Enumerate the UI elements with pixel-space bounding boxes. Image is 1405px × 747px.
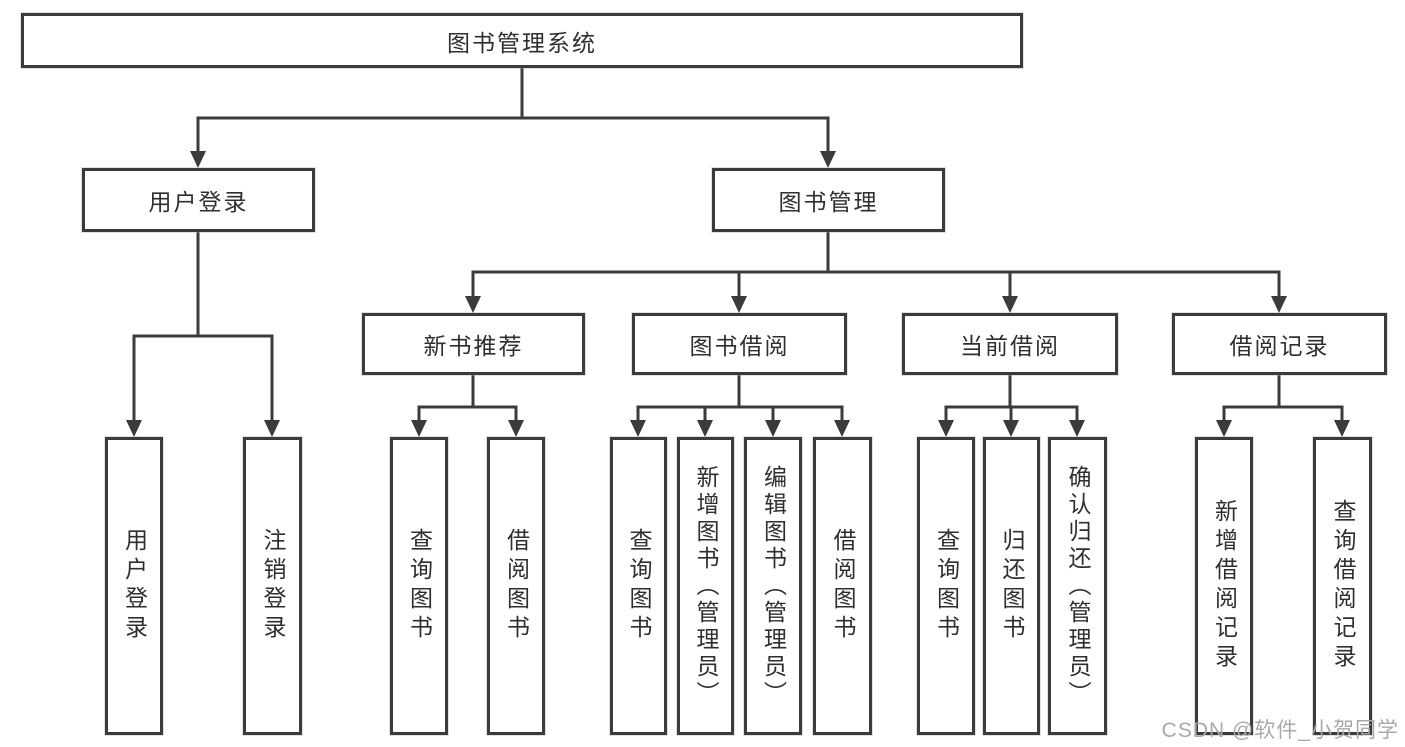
node-current-borrow: 当前借阅: [902, 313, 1118, 375]
leaf-query-books-recommend: 查询图书: [390, 437, 448, 735]
leaf-borrow-books: 借阅图书: [813, 437, 872, 735]
node-root: 图书管理系统: [21, 13, 1023, 68]
node-book-borrow: 图书借阅: [632, 313, 847, 375]
leaf-add-borrow-record: 新增借阅记录: [1195, 437, 1253, 735]
csdn-watermark: CSDN @软件_小贺同学: [1161, 719, 1399, 742]
leaf-query-books-current: 查询图书: [917, 437, 975, 735]
node-user-login: 用户登录: [82, 168, 315, 232]
node-book-management: 图书管理: [712, 168, 945, 232]
node-borrow-records: 借阅记录: [1172, 313, 1387, 375]
leaf-return-book: 归还图书: [983, 437, 1040, 735]
leaf-add-book-admin: 新增图书（管理员）: [677, 437, 734, 735]
node-new-book-recommend: 新书推荐: [362, 313, 585, 375]
tree-edges: [132, 68, 1344, 422]
arrowheads: [126, 151, 1350, 437]
leaf-user-login: 用户登录: [105, 437, 163, 735]
leaf-borrow-books-recommend: 借阅图书: [487, 437, 545, 735]
leaf-edit-book-admin: 编辑图书（管理员）: [744, 437, 802, 735]
leaf-confirm-return-admin: 确认归还（管理员）: [1048, 437, 1107, 735]
leaf-logout: 注销登录: [243, 437, 302, 735]
leaf-query-books-borrow: 查询图书: [610, 437, 667, 735]
leaf-query-borrow-record: 查询借阅记录: [1313, 437, 1372, 735]
